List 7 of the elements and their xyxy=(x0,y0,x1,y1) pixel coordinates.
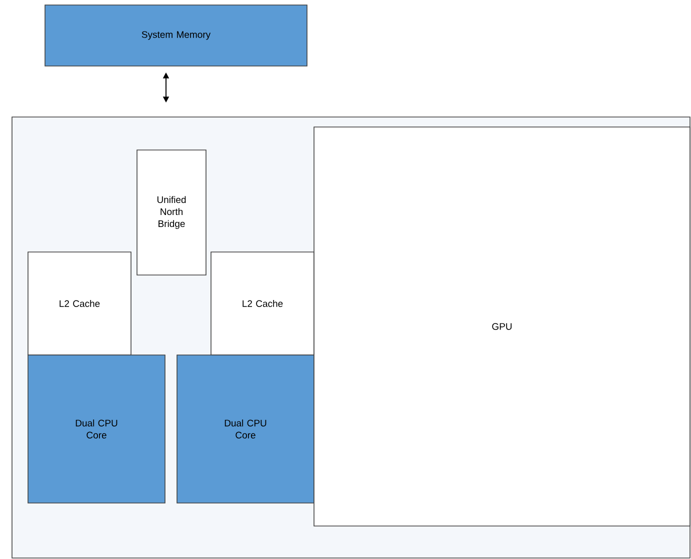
memory-box: System Memory xyxy=(44,4,308,66)
cache-box: L2 Cache xyxy=(210,252,314,356)
cpu-core-box: Dual CPU Core xyxy=(28,354,166,504)
gpu-box: GPU xyxy=(314,126,690,526)
cache-box: L2 Cache xyxy=(28,252,132,356)
bridge-box: Unified North Bridge xyxy=(136,150,206,276)
cpu-core-box: Dual CPU Core xyxy=(176,354,314,504)
